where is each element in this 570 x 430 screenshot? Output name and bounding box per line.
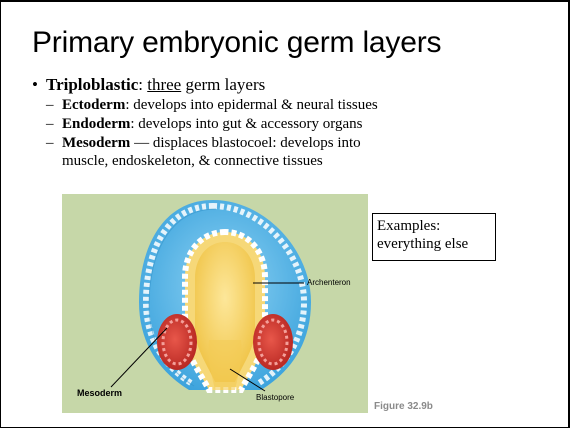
label-archenteron: Archenteron bbox=[307, 278, 351, 287]
mesoderm-left bbox=[157, 314, 197, 370]
archenteron bbox=[185, 232, 265, 390]
label-blastopore: Blastopore bbox=[256, 393, 294, 402]
figure-caption: Figure 32.9b bbox=[374, 401, 433, 412]
examples-box: Examples: everything else bbox=[372, 213, 496, 261]
mesoderm-right bbox=[253, 314, 293, 370]
label-mesoderm: Mesoderm bbox=[77, 388, 122, 398]
